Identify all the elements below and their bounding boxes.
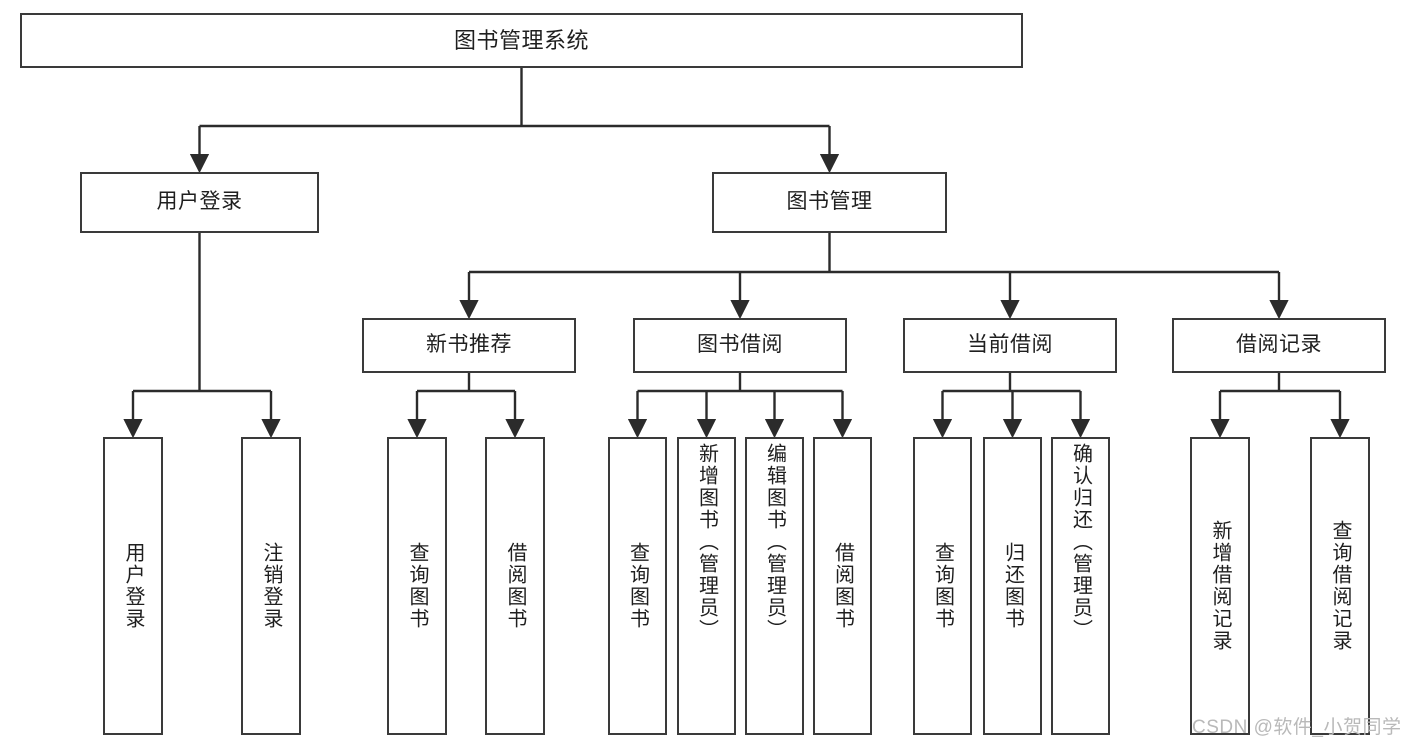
node-leaf-borrow-book-2[interactable]: 借阅图书: [813, 437, 872, 735]
node-leaf-query-book-2[interactable]: 查询图书: [608, 437, 667, 735]
node-borrow-record-label: 借阅记录: [1236, 333, 1322, 357]
watermark-text: CSDN @软件_小贺同学: [1192, 717, 1402, 738]
node-leaf-add-borrow-record-label: 新增借阅记录: [1209, 520, 1231, 652]
node-book-management-label: 图书管理: [786, 190, 873, 214]
node-leaf-user-login-label: 用户登录: [122, 542, 144, 630]
node-leaf-return-book[interactable]: 归还图书: [983, 437, 1042, 735]
node-leaf-edit-book-label: 编辑图书（管理员）: [763, 443, 786, 641]
node-leaf-query-borrow-record-label: 查询借阅记录: [1329, 520, 1351, 652]
node-book-management[interactable]: 图书管理: [712, 172, 947, 233]
node-new-book-recommend[interactable]: 新书推荐: [362, 318, 576, 373]
node-leaf-confirm-return[interactable]: 确认归还（管理员）: [1051, 437, 1110, 735]
node-leaf-add-book-label: 新增图书（管理员）: [695, 443, 718, 641]
node-book-borrow[interactable]: 图书借阅: [633, 318, 847, 373]
node-user-login[interactable]: 用户登录: [80, 172, 319, 233]
node-leaf-borrow-book-1[interactable]: 借阅图书: [485, 437, 545, 735]
node-user-login-label: 用户登录: [156, 190, 243, 214]
node-borrow-record[interactable]: 借阅记录: [1172, 318, 1386, 373]
node-leaf-query-borrow-record[interactable]: 查询借阅记录: [1310, 437, 1370, 735]
node-leaf-user-login[interactable]: 用户登录: [103, 437, 163, 735]
node-leaf-query-book-2-label: 查询图书: [626, 542, 649, 630]
node-leaf-confirm-return-label: 确认归还（管理员）: [1069, 443, 1092, 641]
node-leaf-query-book-1[interactable]: 查询图书: [387, 437, 447, 735]
node-leaf-return-book-label: 归还图书: [1001, 542, 1024, 630]
node-current-borrow-label: 当前借阅: [967, 333, 1053, 357]
node-leaf-add-book[interactable]: 新增图书（管理员）: [677, 437, 736, 735]
node-leaf-query-book-3-label: 查询图书: [931, 542, 954, 630]
node-leaf-edit-book[interactable]: 编辑图书（管理员）: [745, 437, 804, 735]
node-root-label: 图书管理系统: [453, 27, 589, 53]
node-leaf-query-book-3[interactable]: 查询图书: [913, 437, 972, 735]
node-leaf-add-borrow-record[interactable]: 新增借阅记录: [1190, 437, 1250, 735]
node-leaf-query-book-1-label: 查询图书: [406, 542, 428, 630]
node-leaf-user-logout-label: 注销登录: [260, 542, 282, 630]
node-current-borrow[interactable]: 当前借阅: [903, 318, 1117, 373]
node-new-book-recommend-label: 新书推荐: [426, 333, 512, 357]
node-leaf-borrow-book-2-label: 借阅图书: [831, 542, 854, 630]
node-leaf-borrow-book-1-label: 借阅图书: [504, 542, 526, 630]
node-root[interactable]: 图书管理系统: [20, 13, 1023, 68]
node-leaf-user-logout[interactable]: 注销登录: [241, 437, 301, 735]
node-book-borrow-label: 图书借阅: [697, 333, 783, 357]
